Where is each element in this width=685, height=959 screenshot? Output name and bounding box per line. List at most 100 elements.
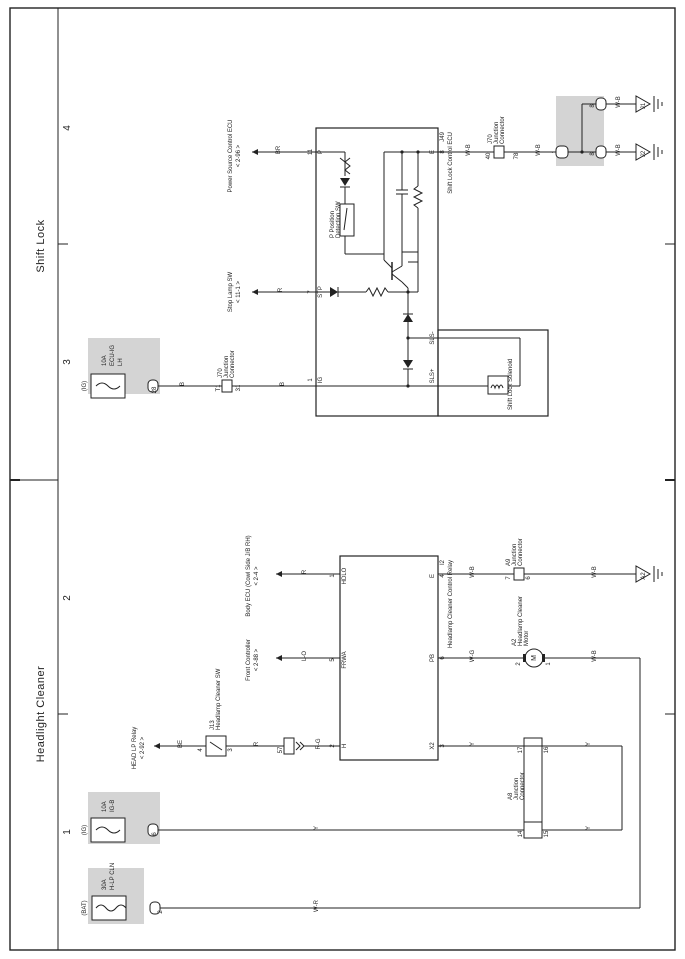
ecu-id: J49	[440, 131, 446, 141]
connector-chevrons	[295, 741, 305, 751]
wire-color-label: BR	[276, 145, 282, 154]
p-position-sw-name2: Detection SW	[336, 201, 342, 238]
fuse-symbol-bat	[95, 904, 127, 912]
wire-color-label: W-B	[466, 144, 472, 156]
fuse-power-label: (IG)	[82, 381, 88, 391]
ground-pin-c: 8	[590, 152, 596, 156]
grid-number-2: 2	[62, 595, 73, 601]
body-ecu-ref: < 2-4 >	[254, 566, 260, 586]
grid-number-1: 1	[62, 829, 73, 835]
ground-pin-b: 8	[590, 104, 596, 108]
motor-pin-b: 1	[546, 662, 552, 666]
bat-pin: 2	[158, 910, 164, 914]
arrow	[154, 743, 160, 749]
internal-wire	[383, 259, 393, 269]
wire-color-label: Y	[586, 826, 592, 830]
pin-h: H	[342, 744, 348, 748]
ground-connector	[595, 97, 607, 111]
resistor	[365, 286, 389, 298]
a9-id: A9	[506, 558, 512, 566]
wire-color-label: W-R	[314, 899, 320, 912]
ig-pin: 6	[152, 832, 158, 836]
stop-lamp-label: Stop Lamp SW	[228, 271, 234, 312]
fuse-symbol-ig	[95, 826, 121, 834]
j70-right-id: J70	[488, 134, 494, 144]
wire-color-label: B	[280, 382, 286, 386]
wire-color-label: W-B	[616, 96, 622, 108]
ground-connector	[595, 145, 607, 159]
j70-connector-left	[221, 379, 233, 393]
switch-id: J13	[210, 720, 216, 730]
wire-color-label: W-B	[592, 566, 598, 578]
motor-pin-a: 2	[516, 662, 522, 666]
junction-dot	[580, 150, 584, 154]
p-position-sw-box	[339, 203, 355, 237]
ground-symbol-j2	[635, 143, 652, 161]
junction-dot	[406, 290, 410, 294]
front-controller-ref: < 2-88 >	[254, 648, 260, 671]
wire-color-label: BE	[178, 740, 184, 748]
ground-symbol-j1	[635, 95, 652, 113]
fuse-side: LH	[118, 358, 124, 366]
p-position-sw-name: P Position	[330, 211, 336, 238]
a9-pin-a: 7	[506, 576, 512, 580]
internal-wire	[343, 207, 348, 231]
motor-terminal	[542, 654, 545, 662]
connector-57	[283, 737, 295, 755]
pin-e-num: 4	[440, 574, 446, 578]
fuse-ig-rating: 10A	[102, 801, 108, 812]
j70-name: Junction	[224, 356, 230, 378]
a9-name2: Connector	[518, 538, 524, 566]
j70-name2: Connector	[230, 350, 236, 378]
switch-pin-r: 3	[228, 748, 234, 752]
pin-sls-plus: SLS+	[430, 368, 436, 383]
j70-right-name2: Connector	[500, 116, 506, 144]
fuse-bat-power: (BAT)	[82, 900, 88, 915]
j70-right-pin-a: 40	[486, 152, 492, 159]
pin-ig-num: 1	[308, 378, 314, 382]
wire-color-label: R	[302, 569, 308, 574]
ecu-name: Shift Lock Control ECU	[448, 132, 454, 194]
shift-lock-solenoid-box	[437, 329, 549, 417]
wire-color-label: B	[180, 382, 186, 386]
a8-name2: Connector	[520, 772, 526, 800]
diode	[330, 287, 338, 297]
a8-pin-14: 14	[518, 830, 524, 837]
pin-hdlo: HDLO	[342, 567, 348, 584]
wire-color-label: W-B	[536, 144, 542, 156]
grid-ticks	[58, 243, 675, 715]
motor-symbol: M	[531, 655, 538, 661]
a8-junction	[523, 737, 543, 839]
a9-junction	[513, 567, 525, 581]
motor-id: A2	[512, 638, 518, 646]
head-lp-label: HEAD LP Relay	[132, 727, 138, 770]
pin-pb: PB	[430, 654, 436, 662]
wire-color-label: Y	[586, 742, 592, 746]
wire-color-label: R	[278, 287, 284, 292]
pin-ig: IG	[318, 377, 324, 384]
body-ecu-label: Body ECU (Cowl Side J/B RH)	[246, 535, 252, 616]
j70-id: J70	[218, 368, 224, 378]
wire-color-label: L-O	[302, 651, 308, 661]
relay-name: Headlamp Cleaner Control Relay	[448, 560, 454, 648]
wire-color-label: W-G	[470, 650, 476, 663]
pin-frwa: FRWA	[342, 651, 348, 668]
internal-wire	[209, 741, 223, 751]
internal-wire	[401, 281, 409, 289]
j70-right-name: Junction	[494, 122, 500, 144]
front-controller-label: Front Controller	[246, 639, 252, 681]
diode	[403, 360, 413, 368]
junction-dot	[406, 384, 410, 388]
wire-color-label: W-B	[616, 144, 622, 156]
fuse-name: ECU-IG	[110, 345, 116, 366]
fuse-rating: 10A	[102, 355, 108, 366]
relay-id: I2	[440, 559, 446, 565]
solenoid-label: Shift Lock Solenoid	[508, 359, 514, 410]
internal-wire	[391, 273, 403, 283]
a8-pin-15: 15	[544, 830, 550, 837]
fuse-ig-name: IG-B	[110, 800, 116, 812]
wire-color-label: R-G	[316, 738, 322, 749]
ground-bars	[653, 96, 663, 160]
grid-number-4: 4	[62, 125, 73, 131]
arrow	[276, 571, 282, 577]
